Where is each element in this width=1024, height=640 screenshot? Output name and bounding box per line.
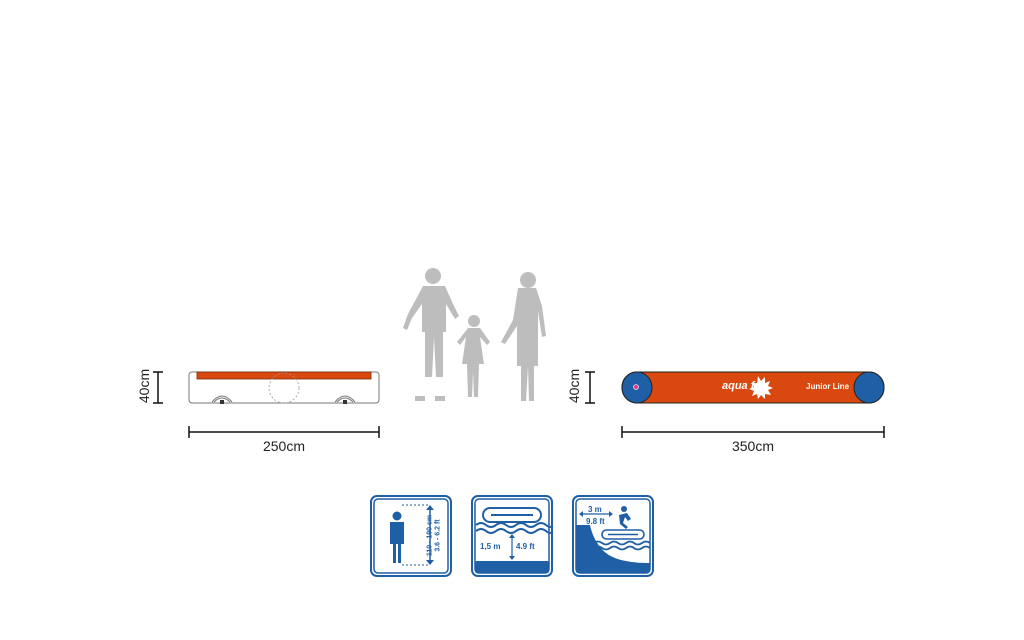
water-depth-metric: 1,5 m: [480, 542, 501, 551]
front-view-drawing: [585, 371, 885, 438]
front-width-label: 350cm: [731, 438, 775, 454]
water-depth-imperial: 4.9 ft: [516, 542, 535, 551]
side-view-drawing: [153, 371, 380, 438]
side-height-label: 40cm: [136, 368, 152, 404]
user-height-metric: 110 - 190 cm: [426, 514, 434, 557]
user-height-imperial: 3.6 - 6.2 ft: [434, 519, 442, 552]
brand-logo: aqua fun: [722, 380, 768, 392]
water-depth-icon: [471, 495, 554, 577]
side-view: [130, 360, 390, 460]
family-silhouette: [388, 266, 558, 408]
clearance-imperial: 9.8 ft: [586, 517, 605, 526]
front-height-label: 40cm: [566, 368, 582, 404]
clearance-icon: [572, 495, 654, 577]
side-width-label: 250cm: [262, 438, 306, 454]
clearance-metric: 3 m: [588, 505, 602, 514]
family-silhouette-icon: [403, 268, 546, 401]
front-view: [560, 360, 900, 460]
line-name: Junior Line: [806, 382, 850, 391]
user-height-icon: [370, 495, 452, 577]
